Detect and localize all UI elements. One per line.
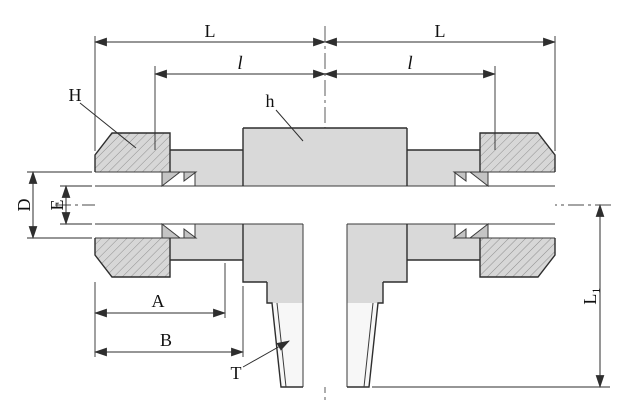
label-h: h [266,91,275,111]
label-T: T [231,363,242,383]
label-L-right: L [435,21,446,41]
leader-lines [79,102,304,368]
right-nut-outline [479,132,556,278]
main-bore [95,186,555,224]
extension-lines [27,36,610,388]
label-A: A [152,291,165,311]
collar-outlines [170,149,480,261]
branch-bore [303,224,347,387]
bore-lines [95,171,555,387]
leader-h [275,109,304,142]
leader-H [79,102,137,149]
label-E: E [47,200,67,211]
fitting-outlines [94,127,556,388]
label-H: H [69,85,82,105]
ferrule-set [161,171,489,239]
label-B: B [160,330,172,350]
left-nut-outline [94,132,171,278]
leader-T [242,340,290,368]
branch-outline [266,282,384,388]
label-l-right: l [407,53,412,74]
label-L1: L₁ [580,287,600,304]
label-D: D [14,199,34,212]
dimension-lines [28,37,605,389]
bore-cavities [95,172,555,387]
label-l-left: l [237,53,242,74]
center-body-outline [242,127,408,283]
dimension-labels: L L l l H h D E A B T L₁ [14,21,600,383]
label-L-left: L [205,21,216,41]
